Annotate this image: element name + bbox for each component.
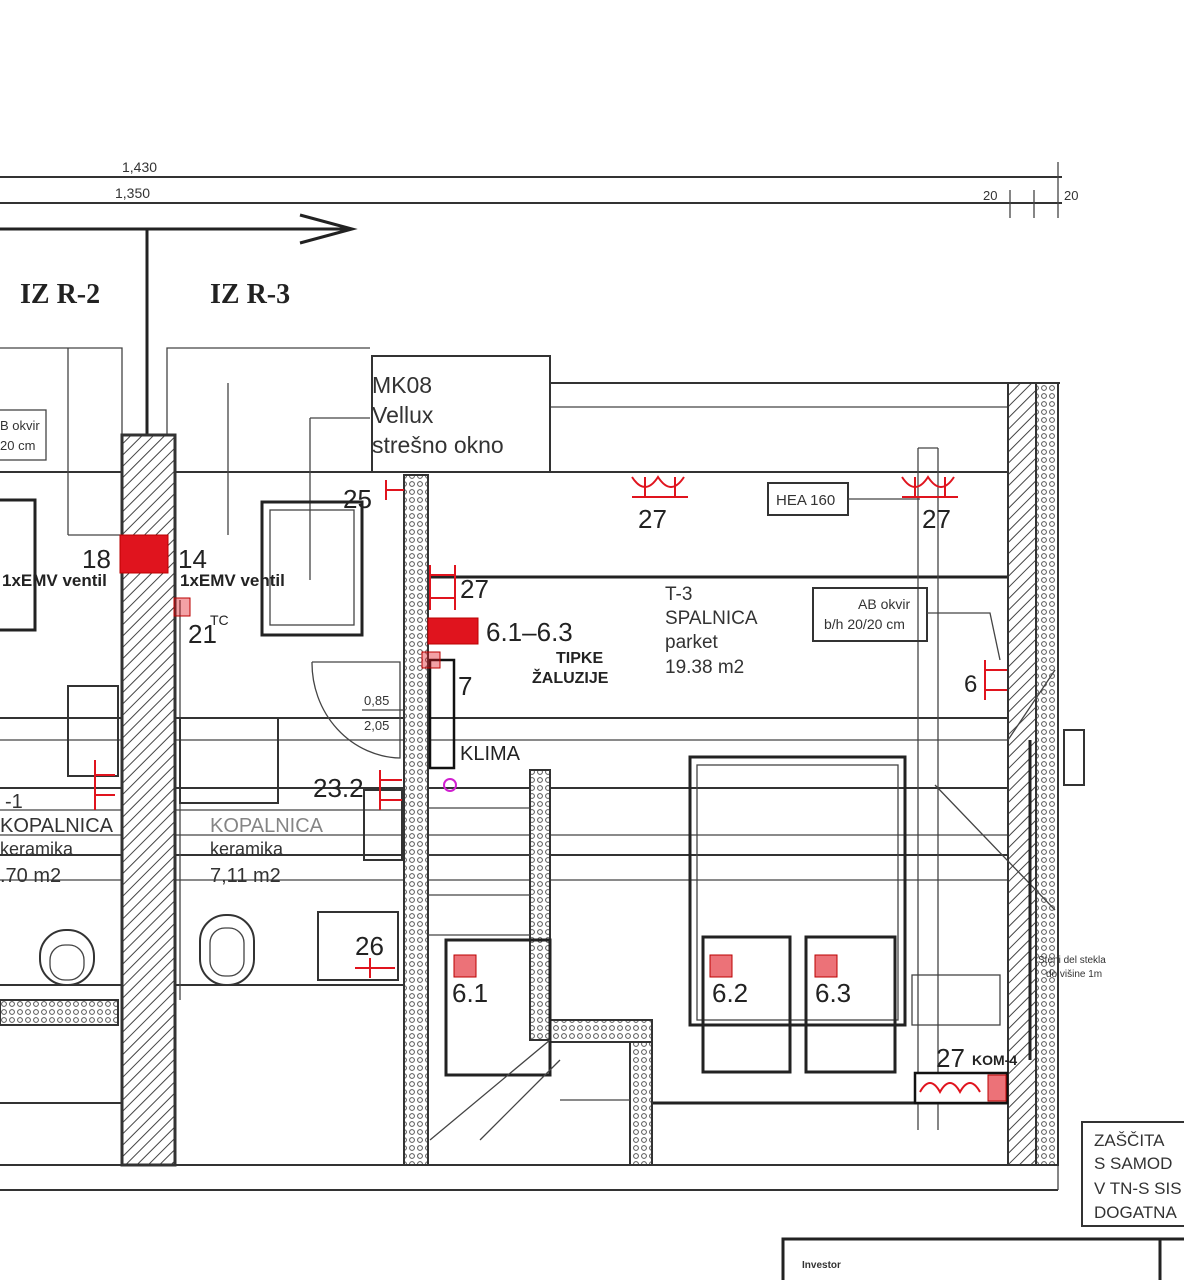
protection-note-line2: S SAMOD xyxy=(1094,1154,1172,1173)
shower xyxy=(179,717,279,804)
symbol-21: 21 xyxy=(188,619,217,649)
room-2-area: 7,11 m2 xyxy=(210,865,281,887)
right-frame-callout-line2: b/h 20/20 cm xyxy=(824,616,905,632)
dimension-lines xyxy=(0,162,1062,218)
left-frame-callout-line2: 20 cm xyxy=(0,438,35,453)
symbol-6-3: 6.3 xyxy=(815,978,851,1008)
room-1-area: .70 m2 xyxy=(0,865,61,887)
stair-wall-bottom xyxy=(549,1019,653,1043)
room-3-area: 19.38 m2 xyxy=(665,657,744,678)
glass-note-line1: Steni del stekla xyxy=(1038,955,1106,966)
room-1-code: -1 xyxy=(5,791,23,813)
symbol-tc: TC xyxy=(210,612,229,628)
roof-window-left xyxy=(0,498,37,632)
dimension-inner: 1,350 xyxy=(115,185,150,201)
bathroom-wall-bottom xyxy=(0,999,119,1026)
stair-wall xyxy=(529,769,551,1041)
protection-note-line3: V TN-S SIS xyxy=(1094,1179,1182,1198)
door-width: 0,85 xyxy=(364,693,389,708)
section-arrow xyxy=(0,213,358,435)
left-frame-callout-line1: B okvir xyxy=(0,418,40,433)
protection-note-line1: ZAŠČITA xyxy=(1094,1131,1165,1150)
window-callout-box xyxy=(371,355,551,473)
protection-note-line4: DOGATNA xyxy=(1094,1203,1177,1222)
symbol-6-1: 6.1 xyxy=(452,978,488,1008)
exterior-wall-hatch xyxy=(1007,382,1037,1166)
symbol-7: 7 xyxy=(458,671,472,701)
room-1-floor: keramika xyxy=(0,839,74,859)
blind-buttons-label-1: TIPKE xyxy=(556,650,603,667)
left-frame-callout-box xyxy=(0,409,47,461)
klima-outlet-icon xyxy=(443,778,457,792)
roof-window-right xyxy=(260,500,364,637)
symbol-25: 25 xyxy=(343,484,372,514)
symbol-6-2: 6.2 xyxy=(712,978,748,1008)
right-frame-callout-box xyxy=(812,587,928,642)
emv-valve-label-right: 1xEMV ventil xyxy=(180,571,285,590)
electrical-symbols xyxy=(94,475,1009,1105)
bed xyxy=(688,755,1001,1074)
glass-note-line2: do višine 1m xyxy=(1046,969,1102,980)
symbol-27-wall: 27 xyxy=(460,574,489,604)
room-2-floor: keramika xyxy=(210,839,284,859)
sink-left xyxy=(67,685,119,777)
emv-valve-label-left: 1xEMV ventil xyxy=(2,571,107,590)
symbol-27-top-a: 27 xyxy=(638,504,667,534)
wall-outlet-box xyxy=(1063,729,1085,786)
stair-wall-side xyxy=(629,1041,653,1166)
symbol-26: 26 xyxy=(355,931,384,961)
dimension-right-b: 20 xyxy=(1064,188,1078,203)
klima-unit xyxy=(428,658,456,770)
room-1-name: KOPALNICA xyxy=(0,815,114,837)
klima-label: KLIMA xyxy=(460,743,521,765)
symbol-27-top-b: 27 xyxy=(922,504,951,534)
dimension-right-a: 20 xyxy=(983,188,997,203)
room-3-floor: parket xyxy=(665,632,719,653)
sink-right xyxy=(317,911,399,981)
symbol-18: 18 xyxy=(82,544,111,574)
symbol-14: 14 xyxy=(178,544,207,574)
staircase xyxy=(428,807,630,1141)
symbol-6-1-6-3: 6.1–6.3 xyxy=(486,617,573,647)
room-3-code: T-3 xyxy=(665,584,692,605)
symbol-23-2: 23.2 xyxy=(313,773,364,803)
interior-wall xyxy=(403,474,429,1166)
section-label-right: IZ R-3 xyxy=(210,279,290,310)
window-callout-brand: Vellux xyxy=(372,402,434,428)
exterior-wall-insulation xyxy=(1035,382,1059,1166)
protection-note-box xyxy=(1081,1121,1184,1227)
window-callout-code: MK08 xyxy=(372,372,432,398)
room-3-name: SPALNICA xyxy=(665,608,758,629)
symbol-27-kom: 27 xyxy=(936,1043,965,1073)
title-block-investor: Investor xyxy=(802,1260,841,1271)
toilet-right xyxy=(199,914,255,986)
section-label-left: IZ R-2 xyxy=(20,279,100,310)
door xyxy=(311,661,404,759)
title-block xyxy=(781,1237,1184,1280)
window-callout-desc: strešno okno xyxy=(372,432,504,458)
room-2-name: KOPALNICA xyxy=(210,815,324,837)
kom-4-label: KOM-4 xyxy=(972,1052,1017,1068)
symbol-6: 6 xyxy=(964,671,977,698)
beam-label: HEA 160 xyxy=(776,492,835,509)
right-frame-callout-line1: AB okvir xyxy=(858,596,910,612)
door-height: 2,05 xyxy=(364,718,389,733)
toilet-left xyxy=(39,929,95,986)
dimension-overall: 1,430 xyxy=(122,159,157,175)
blind-buttons-label-2: ŽALUZIJE xyxy=(532,668,609,687)
